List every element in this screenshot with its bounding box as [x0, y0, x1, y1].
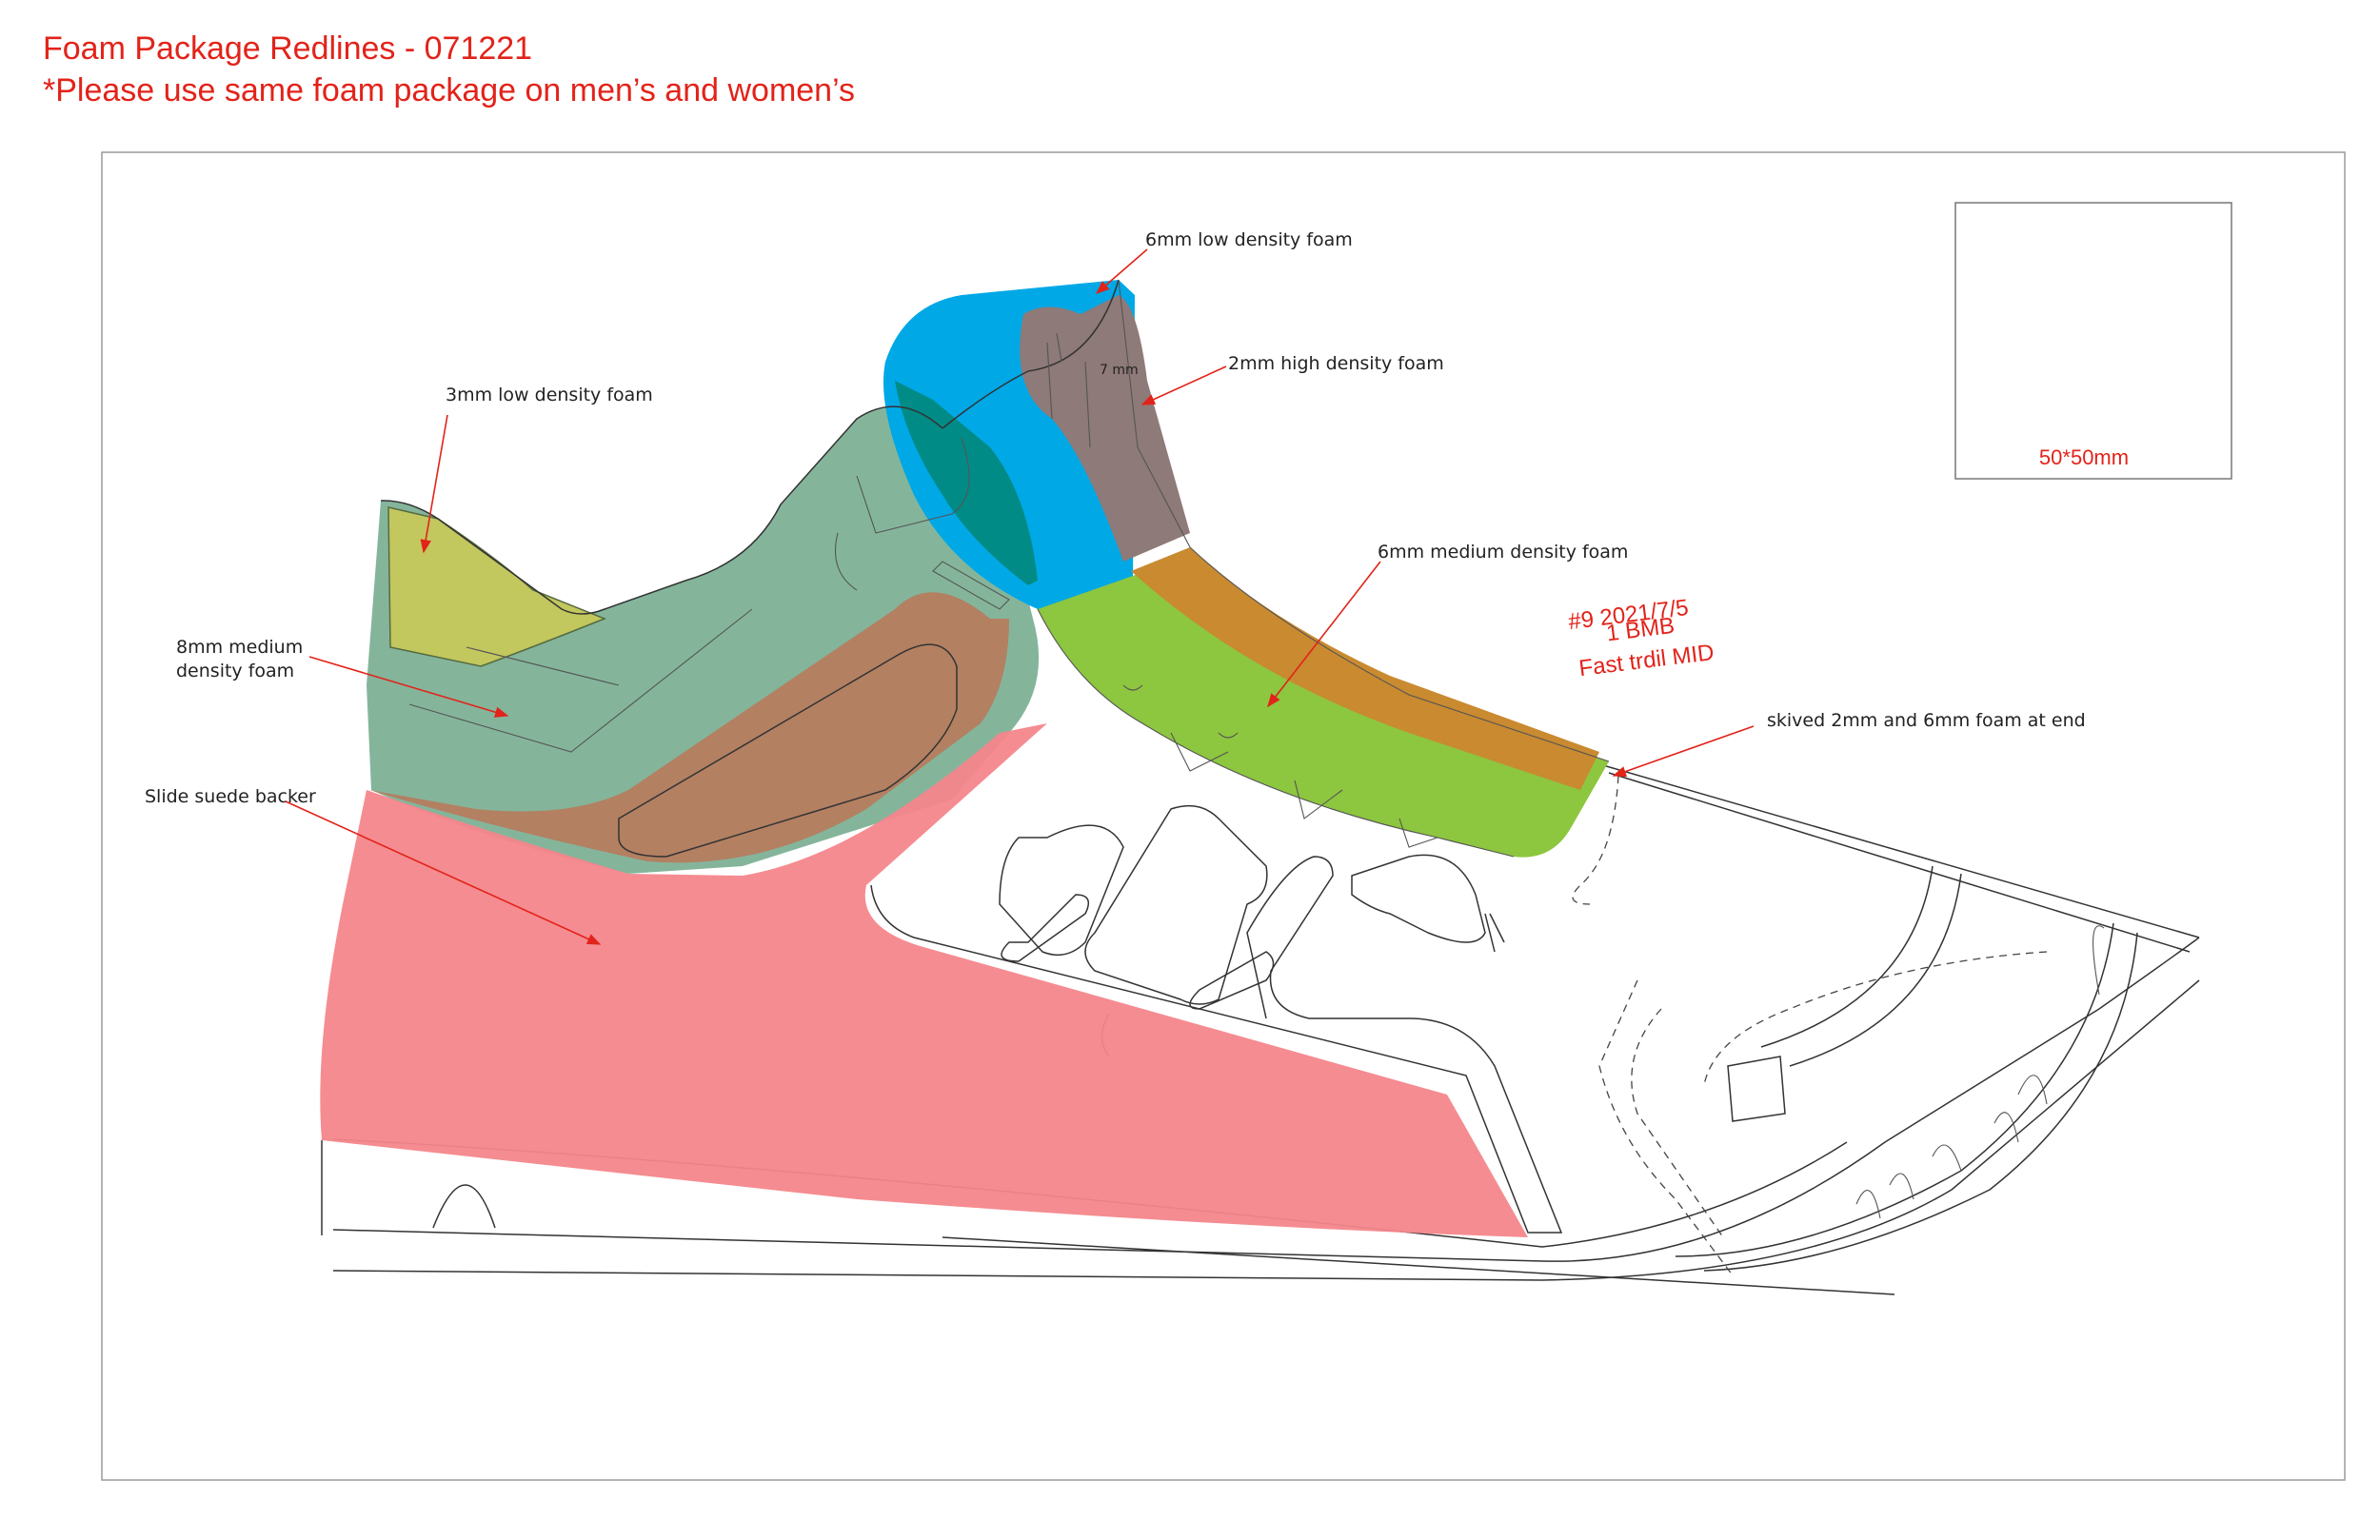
leader-6mm-low [1095, 248, 1148, 294]
callout-8mm-medium-line1: 8mm medium [176, 637, 303, 658]
drawing-frame [101, 151, 2346, 1481]
dimension-label: 7 mm [1100, 363, 1139, 378]
stamp-line-3: Fast trdil MID [1577, 640, 1716, 681]
page-title: Foam Package Redlines - 071221 [43, 30, 533, 67]
callout-8mm-medium-line2: density foam [176, 661, 294, 681]
foam-zone-2mm-high-density [1020, 295, 1190, 562]
foam-inner-window [618, 643, 958, 858]
callout-3mm-low-density: 3mm low density foam [446, 385, 653, 405]
sample-stamp: #9 2021/7/5 1 BMB Fast trdil MID [1567, 595, 1716, 681]
page-note: *Please use same foam package on men’s a… [43, 72, 856, 109]
callout-6mm-low-density: 6mm low density foam [1145, 229, 1353, 250]
scale-reference-box [1954, 202, 2232, 480]
callout-skived-foam: skived 2mm and 6mm foam at end [1767, 710, 2086, 731]
callout-2mm-high-density: 2mm high density foam [1228, 353, 1444, 374]
upper-pattern-outline [321, 760, 2200, 1295]
callout-6mm-medium-density: 6mm medium density foam [1378, 542, 1628, 563]
foam-zone-6mm-medium-density [1038, 552, 1609, 858]
foam-zone-slide-suede-backer [320, 723, 1528, 1237]
foam-overlap-brown [369, 592, 1009, 863]
leader-suede [285, 800, 602, 945]
scale-box-label: 50*50mm [2039, 445, 2129, 469]
foam-overlap-teal [895, 381, 1038, 585]
foam-zone-3mm-low-density [387, 506, 607, 667]
leader-8mm-medium [308, 656, 509, 718]
callout-slide-suede-backer: Slide suede backer [145, 786, 316, 807]
leader-2mm-high [1140, 365, 1227, 405]
foam-pattern-overlay [380, 279, 1610, 858]
callouts: 6mm low density foam 2mm high density fo… [145, 229, 2086, 945]
foam-overlap-orange [1131, 547, 1599, 790]
leader-3mm-low [420, 414, 448, 554]
leader-skived [1612, 725, 1755, 778]
leader-6mm-medium [1267, 561, 1381, 708]
